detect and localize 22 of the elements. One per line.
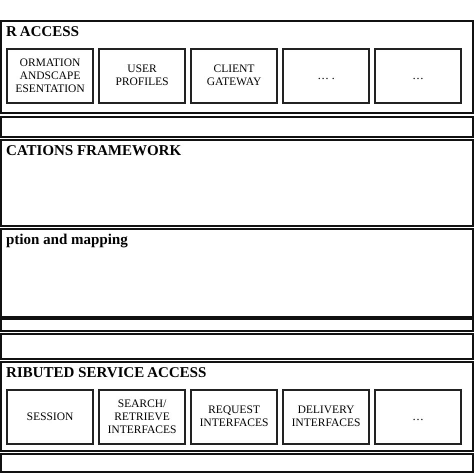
layer-band [0, 453, 474, 473]
layer-title: RIBUTED SERVICE ACCESS [6, 365, 206, 382]
layer-band [0, 116, 474, 138]
layer-panel [0, 361, 474, 452]
layer-title: CATIONS FRAMEWORK [6, 143, 182, 160]
layer-band [0, 318, 474, 332]
layer-panel [0, 139, 474, 227]
component-box: … [374, 48, 462, 104]
component-box: CLIENT GATEWAY [190, 48, 278, 104]
component-box: ORMATION ANDSCAPE ESENTATION [6, 48, 94, 104]
layer-panel [0, 228, 474, 318]
component-box: DELIVERY INTERFACES [282, 389, 370, 445]
component-box: REQUEST INTERFACES [190, 389, 278, 445]
component-box: SESSION [6, 389, 94, 445]
layer-band [0, 333, 474, 360]
component-box: USER PROFILES [98, 48, 186, 104]
layer-title: ption and mapping [6, 232, 128, 249]
component-box: … . [282, 48, 370, 104]
layer-panel [0, 20, 474, 114]
component-box: … [374, 389, 462, 445]
component-box: SEARCH/ RETRIEVE INTERFACES [98, 389, 186, 445]
layer-title: R ACCESS [6, 24, 79, 41]
